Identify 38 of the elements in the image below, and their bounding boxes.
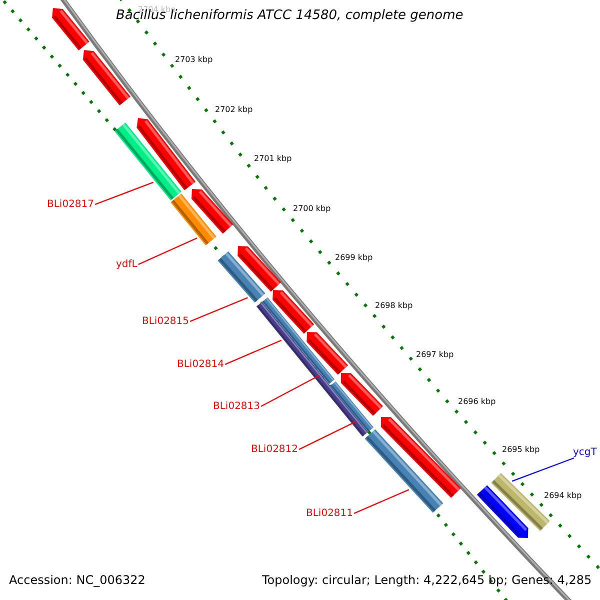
scale-label: 2696 kbp	[458, 396, 496, 408]
scale-label: 2697 kbp	[416, 349, 454, 361]
scale-label: 2702 kbp	[215, 104, 253, 116]
gene-feature	[82, 50, 130, 106]
gene-label: BLi02815	[142, 316, 190, 328]
footer-text: Topology: circular; Length: 4,222,645 bp; Genes: 4,285	[262, 574, 592, 586]
scale-label: 2695 kbp	[502, 444, 540, 456]
gene-feature	[238, 246, 282, 292]
gene-feature	[52, 8, 90, 50]
leader-line	[138, 238, 198, 265]
footer-text: Accession: NC_006322	[9, 574, 146, 586]
gene-feature	[192, 189, 234, 234]
gene-label: BLi02812	[251, 444, 298, 456]
scale-label: 2701 kbp	[254, 153, 292, 165]
leader-line	[94, 182, 154, 205]
leader-line	[260, 374, 320, 407]
gene-feature	[272, 290, 314, 334]
leader-line	[512, 457, 574, 482]
leader-line	[190, 297, 248, 322]
gene-label: BLi02814	[177, 359, 224, 371]
leader-line	[224, 340, 282, 365]
gene-label: ydfL	[116, 259, 138, 271]
gene-feature	[306, 332, 348, 375]
gene-label: BLi02813	[213, 401, 260, 413]
gene-label: BLi02817	[47, 199, 94, 211]
scale-label: 2694 kbp	[544, 490, 582, 502]
gene-feature	[340, 373, 383, 416]
gene-label: ycgT	[573, 447, 597, 459]
gene-feature	[136, 118, 196, 190]
gene-feature	[476, 485, 528, 538]
gene-feature	[380, 417, 461, 498]
gene-label: BLi02811	[306, 508, 354, 520]
leader-line	[354, 489, 410, 514]
scale-label: 2700 kbp	[293, 203, 331, 215]
leader-line	[298, 420, 357, 450]
scale-label: 2698 kbp	[375, 300, 413, 312]
scale-label: 2699 kbp	[335, 252, 373, 264]
scale-label: 2703 kbp	[175, 54, 213, 66]
